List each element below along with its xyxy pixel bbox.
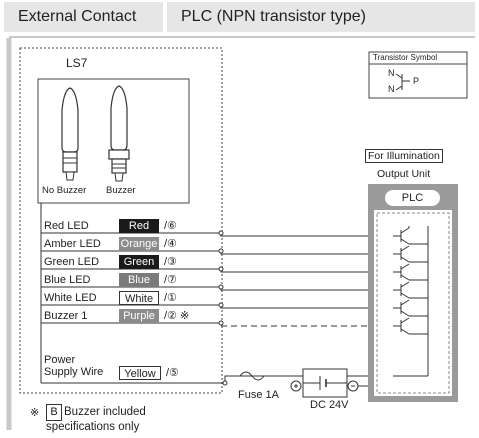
wire-terminal: /⑥ — [164, 220, 177, 232]
fuse-symbol — [225, 371, 300, 381]
wire-label: Amber LED — [44, 238, 101, 250]
wire-color-chip: Green — [119, 255, 159, 269]
power-label-line2: Supply Wire — [44, 366, 104, 378]
footnote-mark: ※ — [30, 407, 40, 419]
no-buzzer-label: No Buzzer — [42, 185, 87, 196]
buzzer-label: Buzzer — [106, 185, 136, 196]
footnote-line2: specifications only — [46, 421, 140, 433]
wire-terminal: /① — [164, 292, 177, 304]
header-plc-type: PLC (NPN transistor type) — [167, 2, 475, 32]
wire-color-chip: Blue — [119, 273, 159, 287]
wire-color-chip: Red — [119, 219, 159, 233]
power-label-line1: Power — [44, 354, 76, 366]
no-buzzer-tower-illustration — [61, 87, 79, 181]
ls7-boundary — [19, 47, 223, 394]
device-name: LS7 — [66, 56, 88, 70]
wire-terminal: /④ — [164, 238, 177, 250]
wire-terminal: /⑦ — [164, 274, 177, 286]
wire-label: Buzzer 1 — [44, 310, 88, 322]
transistor-n-bottom: N — [388, 84, 395, 94]
wire-label: Blue LED — [44, 274, 91, 286]
plc-label: PLC — [385, 190, 440, 206]
wire-color-chip: Purple — [119, 309, 159, 323]
transistor-n-top: N — [388, 68, 395, 78]
supply-label: DC 24V — [310, 399, 349, 411]
wire-label: Red LED — [44, 220, 89, 232]
plc-title-line1: For Illumination — [365, 149, 443, 163]
plc-unit-inner — [374, 210, 452, 396]
power-terminal: /⑤ — [166, 367, 179, 379]
transistor-symbol-title: Transistor Symbol — [373, 53, 438, 62]
plc-title-line2: Output Unit — [377, 168, 431, 180]
wire-color-chip: Orange — [119, 237, 159, 251]
wire-color-chip: White — [119, 291, 159, 305]
fuse-label: Fuse 1A — [238, 389, 279, 401]
wire-label: Green LED — [44, 256, 100, 268]
wire-label: White LED — [44, 292, 97, 304]
transistor-p: P — [413, 76, 420, 86]
wire-terminal: /② ※ — [164, 310, 190, 322]
buzzer-tower-illustration — [108, 85, 130, 182]
footnote-line1: Buzzer included — [64, 406, 146, 418]
footnote-box-letter: B — [46, 404, 62, 421]
transistor-symbol-icon — [395, 73, 410, 91]
wire-terminal: /③ — [164, 256, 177, 268]
junction-dots — [218, 230, 228, 386]
power-color-chip: Yellow — [119, 366, 161, 380]
header-external-contact: External Contact — [4, 2, 163, 32]
plc-output-transistors — [393, 226, 428, 335]
transistor-symbol-box — [368, 51, 468, 99]
